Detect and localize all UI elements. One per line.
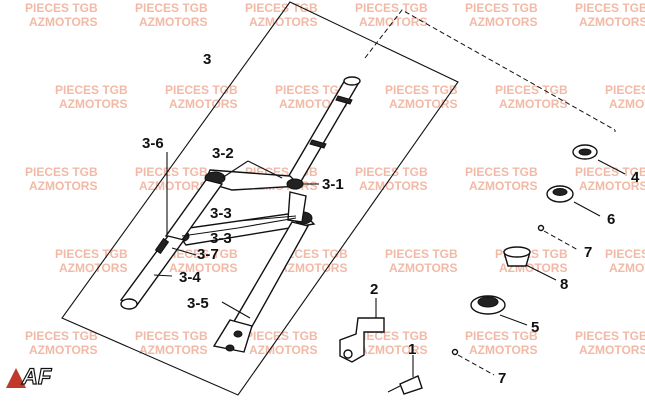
watermark-text: AZMOTORS — [139, 15, 207, 29]
watermark-text: PIECES TGB — [575, 329, 645, 343]
label-3: 3 — [203, 51, 211, 68]
part-7-ball-upper — [537, 224, 545, 232]
watermark-text: AZMOTORS — [359, 179, 427, 193]
part-2-bracket — [339, 317, 385, 363]
label-7-lower: 7 — [498, 370, 506, 387]
watermark-text: PIECES TGB — [245, 329, 318, 343]
watermark-text: PIECES TGB — [465, 165, 538, 179]
watermark-text: AZMOTORS — [499, 97, 567, 111]
callout-labels: 3 3-1 3-2 3-3 3-3 3-4 3-5 3-6 3-7 1 2 4 … — [142, 51, 640, 387]
watermark-text: AZMOTORS — [609, 261, 645, 275]
label-8: 8 — [560, 276, 568, 293]
watermark-text: AZMOTORS — [59, 97, 127, 111]
watermark-text: AZMOTORS — [29, 343, 97, 357]
watermark-text: PIECES TGB — [55, 83, 128, 97]
watermark-text: AZMOTORS — [389, 97, 457, 111]
brand-logo: AF — [6, 363, 52, 390]
watermark-text: AZMOTORS — [29, 179, 97, 193]
part-7-ball-lower — [451, 348, 459, 356]
watermark-text: AZMOTORS — [169, 261, 237, 275]
watermark-text: PIECES TGB — [465, 329, 538, 343]
watermark-text: AZMOTORS — [609, 97, 645, 111]
part-6-nut — [546, 185, 574, 203]
label-3-7: 3-7 — [197, 246, 219, 263]
assembly-frame-3 — [61, 1, 459, 396]
watermark-text: PIECES TGB — [575, 1, 645, 15]
label-3-1: 3-1 — [322, 176, 344, 193]
label-3-2: 3-2 — [212, 145, 234, 162]
label-7-upper: 7 — [584, 244, 592, 261]
watermark-text: AZMOTORS — [469, 179, 537, 193]
watermark-text: PIECES TGB — [385, 247, 458, 261]
watermark-text: AZMOTORS — [59, 261, 127, 275]
part-4-nut — [572, 144, 598, 160]
label-1: 1 — [408, 341, 416, 358]
watermark-text: AZMOTORS — [29, 15, 97, 29]
watermark-text: AZMOTORS — [579, 15, 645, 29]
part-5-bearing-race — [470, 295, 506, 315]
label-5: 5 — [531, 319, 539, 336]
watermark-text: PIECES TGB — [135, 329, 208, 343]
watermark-text: AZMOTORS — [469, 343, 537, 357]
label-3-3-upper: 3-3 — [210, 205, 232, 222]
watermark-text: AZMOTORS — [139, 343, 207, 357]
label-3-5: 3-5 — [187, 295, 209, 312]
watermark-text: PIECES TGB — [355, 1, 428, 15]
watermark-text: AZMOTORS — [139, 179, 207, 193]
watermark-text: AZMOTORS — [279, 261, 347, 275]
label-3-3-lower: 3-3 — [210, 230, 232, 247]
watermark-text: PIECES TGB — [385, 83, 458, 97]
watermark-text: PIECES TGB — [25, 165, 98, 179]
watermark-text: PIECES TGB — [165, 247, 238, 261]
label-4: 4 — [631, 169, 640, 186]
watermark-text: AZMOTORS — [169, 97, 237, 111]
watermark-text: AZMOTORS — [359, 15, 427, 29]
watermark-text: AZMOTORS — [579, 343, 645, 357]
watermark-text: PIECES TGB — [165, 83, 238, 97]
watermark-text: AZMOTORS — [579, 179, 645, 193]
watermark-text: PIECES TGB — [25, 329, 98, 343]
watermark-text: PIECES TGB — [605, 83, 645, 97]
watermark-text: PIECES TGB — [355, 165, 428, 179]
watermark-text: AZMOTORS — [389, 261, 457, 275]
label-3-6: 3-6 — [142, 135, 164, 152]
label-3-4: 3-4 — [179, 269, 201, 286]
watermark-text: PIECES TGB — [465, 1, 538, 15]
kit-frame-dashed — [364, 9, 616, 131]
watermark-text: PIECES TGB — [245, 1, 318, 15]
watermark-text: AZMOTORS — [249, 343, 317, 357]
watermark-text: PIECES TGB — [135, 165, 208, 179]
label-6: 6 — [607, 211, 615, 228]
left-fork-leg — [119, 179, 224, 310]
watermark-text: PIECES TGB — [55, 247, 128, 261]
watermark-text: PIECES TGB — [605, 247, 645, 261]
watermark-text: AZMOTORS — [359, 343, 427, 357]
watermark-text: PIECES TGB — [25, 1, 98, 15]
watermark-text: PIECES TGB — [275, 83, 348, 97]
watermark-text: AZMOTORS — [469, 15, 537, 29]
watermark-text: PIECES TGB — [135, 1, 208, 15]
right-fork-leg — [212, 191, 310, 353]
leader-lines — [153, 152, 626, 377]
watermark-text: AZMOTORS — [249, 15, 317, 29]
part-1-bolt — [387, 375, 423, 395]
part-8-cone — [503, 246, 531, 267]
watermark-text: PIECES TGB — [575, 165, 645, 179]
watermark-text: PIECES TGB — [495, 83, 568, 97]
logo-text: AF — [21, 364, 52, 389]
label-2: 2 — [370, 281, 378, 298]
